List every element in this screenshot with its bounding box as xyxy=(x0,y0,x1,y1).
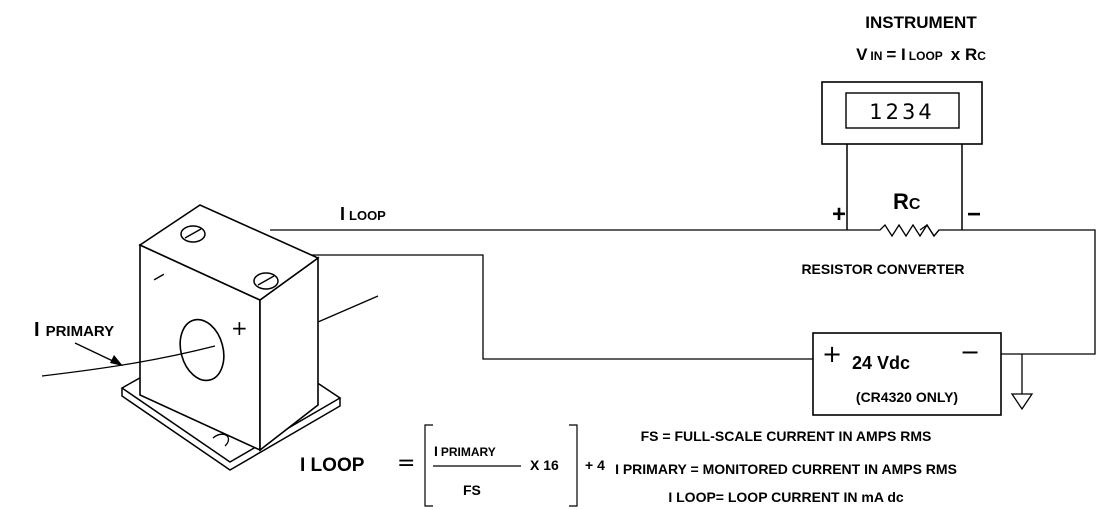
ct-plus-mark: + xyxy=(231,316,248,340)
power-supply-box xyxy=(812,332,1002,416)
equation-lhs: I LOOP xyxy=(300,455,365,476)
supply-plus-sign: + xyxy=(822,340,842,368)
supply-minus-sign: − xyxy=(960,338,980,366)
arrowhead-icon xyxy=(110,355,123,366)
loop-wire-bottom xyxy=(267,254,813,360)
rc-plus-sign: + xyxy=(832,201,846,228)
instrument-body xyxy=(821,81,983,145)
supply-voltage: 24 Vdc xyxy=(852,353,910,373)
note-fs: FS = FULL-SCALE CURRENT IN AMPS RMS xyxy=(641,428,932,444)
equation-multiplier: X 16 xyxy=(530,457,559,473)
equation-denominator: FS xyxy=(463,482,481,498)
instrument-display xyxy=(845,92,960,129)
supply-note: (CR4320 ONLY) xyxy=(856,389,958,405)
primary-conductor-left xyxy=(41,345,216,377)
screw-slot-icon xyxy=(184,228,202,239)
bracket-left xyxy=(424,424,433,507)
note-i-primary: I PRIMARY = MONITORED CURRENT IN AMPS RM… xyxy=(615,461,957,477)
i-primary-arrow xyxy=(74,342,118,364)
instrument-title: INSTRUMENT xyxy=(865,13,977,32)
equation-equals: = xyxy=(397,451,415,476)
equation-offset: + 4 xyxy=(585,457,605,473)
resistor-symbol xyxy=(919,224,940,238)
ground-symbol xyxy=(1010,393,1034,411)
primary-conductor-right xyxy=(317,295,379,323)
loop-wire-top xyxy=(270,223,1096,355)
resistor-converter-label: RESISTOR CONVERTER xyxy=(801,261,964,277)
ct-window xyxy=(179,318,225,382)
bracket-right xyxy=(569,424,578,507)
screw-slot-icon xyxy=(257,275,275,286)
rc-minus-sign: − xyxy=(967,201,981,228)
ct-base-edge xyxy=(121,388,341,471)
rc-label: RC xyxy=(893,189,921,214)
current-transformer: − + xyxy=(120,204,342,471)
display-readout: 1234 xyxy=(869,100,934,124)
note-i-loop: I LOOP= LOOP CURRENT IN mA dc xyxy=(668,489,904,505)
